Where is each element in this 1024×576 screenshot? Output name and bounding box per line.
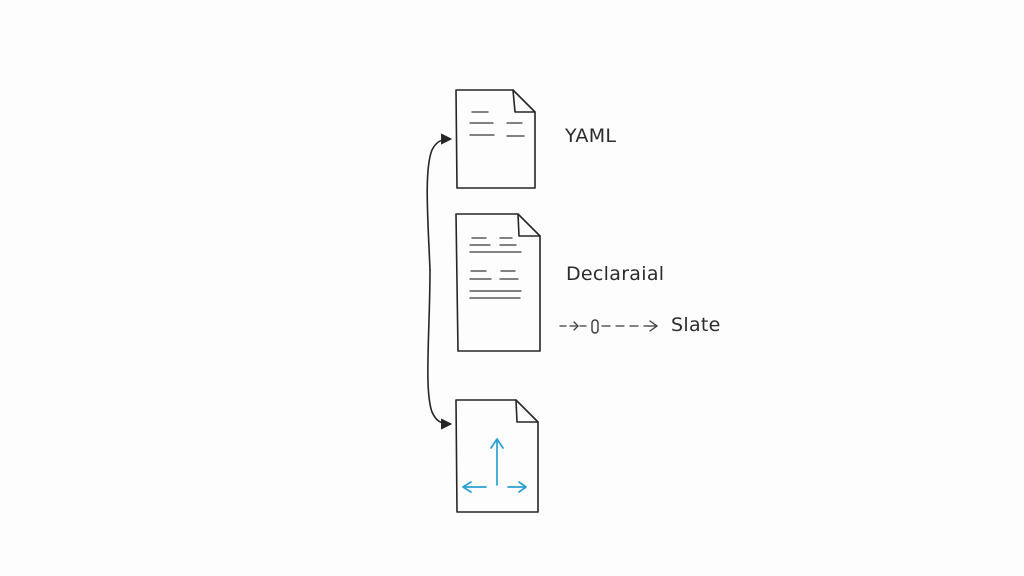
yaml-document	[455, 89, 536, 189]
axes-arrows-icon	[462, 438, 527, 493]
valve-icon	[591, 319, 599, 334]
document-outline	[455, 399, 539, 513]
arrow-to-state	[427, 269, 453, 430]
arrow-to-yaml	[426, 133, 453, 271]
text-lines-icon	[469, 111, 525, 137]
state-connector	[559, 319, 659, 334]
document-outline	[455, 213, 541, 352]
yaml-label: YAML	[565, 125, 617, 147]
document-outline	[455, 89, 536, 189]
document-fold	[512, 89, 536, 113]
arrow-head-icon	[649, 320, 659, 332]
declarative-label: Declaraial	[566, 263, 665, 285]
state-document	[455, 399, 539, 513]
loop-connector	[426, 133, 453, 430]
state-label: Slate	[671, 314, 721, 336]
document-fold	[517, 213, 541, 237]
declarative-document	[455, 213, 541, 352]
document-fold	[515, 399, 539, 423]
text-lines-icon	[469, 237, 522, 299]
small-chevron-icon	[573, 321, 579, 331]
